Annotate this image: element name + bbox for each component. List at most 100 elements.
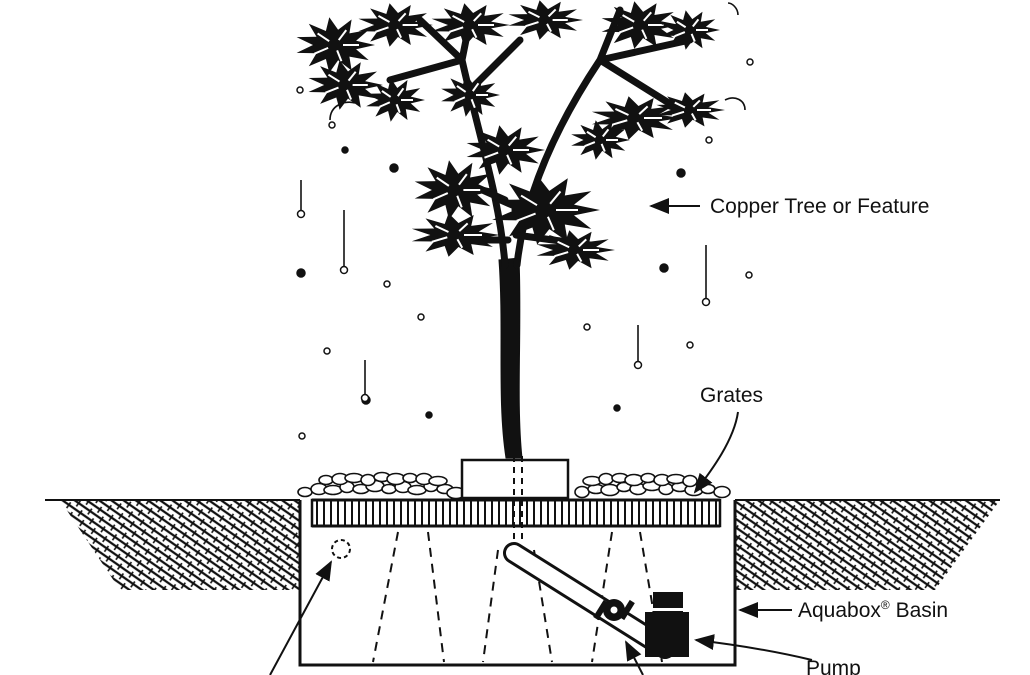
leaf-vein	[506, 154, 513, 165]
leaf-vein	[317, 32, 330, 42]
leaf-cluster	[308, 60, 383, 110]
stone	[666, 473, 686, 485]
leaf-vein	[436, 176, 450, 187]
stone	[402, 472, 418, 484]
leaf-vein	[472, 82, 480, 92]
leaf-vein	[507, 136, 518, 147]
leaf-cluster	[661, 10, 720, 50]
water-droplet	[417, 313, 425, 321]
leaf-cluster	[366, 78, 425, 122]
leaf-vein	[433, 192, 449, 201]
leaf-vein	[611, 119, 628, 126]
leaf-cluster	[431, 3, 510, 47]
water-droplets	[296, 2, 754, 440]
water-arc	[724, 97, 746, 111]
leaf-vein	[379, 101, 391, 108]
leaf-vein	[456, 85, 467, 93]
water-droplet	[341, 146, 349, 154]
leaf-vein	[456, 195, 463, 208]
leaf-vein	[471, 28, 478, 39]
tree-foliage	[296, 0, 725, 270]
leaf-vein	[434, 225, 449, 233]
leaf-vein	[671, 110, 685, 117]
leaf-vein	[327, 73, 341, 83]
water-droplet	[583, 323, 591, 331]
leaf-vein	[690, 33, 696, 42]
leaf-vein	[619, 26, 634, 34]
leaf-vein	[690, 112, 697, 121]
leaf-vein	[525, 21, 539, 28]
water-droplet	[745, 271, 753, 279]
leaf-vein	[584, 141, 596, 148]
leaf-vein	[336, 50, 343, 62]
leaf-vein	[578, 238, 587, 248]
hose-callout-arrow	[625, 640, 644, 675]
stone	[344, 472, 364, 484]
soil-left	[60, 500, 300, 590]
water-droplet	[746, 58, 754, 66]
water-droplet	[296, 268, 306, 278]
tree-label: Copper Tree or Feature	[710, 195, 929, 218]
water-droplet	[633, 360, 643, 370]
stone	[360, 473, 376, 487]
leaf-vein	[375, 26, 389, 33]
stone	[428, 475, 448, 487]
leaf-vein	[614, 108, 629, 116]
water-droplet	[296, 209, 306, 219]
leaf-vein	[381, 90, 392, 98]
leaf-vein	[602, 128, 610, 138]
leaf-vein	[528, 10, 540, 19]
leaf-vein	[641, 29, 648, 40]
leaf-vein	[674, 101, 686, 109]
water-droplet	[705, 136, 713, 144]
leaf-vein	[676, 20, 687, 29]
leaf-vein	[692, 99, 701, 108]
leaf-vein	[449, 26, 464, 33]
leaf-cluster	[591, 96, 680, 140]
leaf-vein	[642, 11, 652, 22]
water-droplet	[389, 163, 399, 173]
stone	[582, 475, 602, 487]
sensor-callout-arrow	[269, 560, 332, 675]
leaf-cluster	[508, 0, 583, 40]
leaf-vein	[692, 18, 700, 28]
leaf-vein	[458, 222, 469, 232]
leaf-vein	[546, 23, 552, 33]
stone	[381, 483, 397, 495]
water-droplet	[328, 121, 336, 129]
leaf-vein	[622, 14, 635, 23]
leaf-cluster	[571, 120, 630, 160]
leaf-vein	[516, 212, 536, 222]
leaf-vein	[674, 31, 686, 38]
leaf-vein	[397, 12, 407, 22]
leaf-vein	[557, 240, 570, 249]
grates-label: Grates	[700, 384, 763, 407]
pump-label: Pump	[806, 657, 861, 675]
leaf-vein	[576, 253, 583, 263]
water-droplet	[339, 265, 349, 275]
grates	[310, 498, 722, 528]
water-droplet	[659, 263, 669, 273]
stone	[386, 472, 406, 486]
leaf-cluster	[656, 92, 725, 128]
water-droplet	[296, 86, 304, 94]
leaf-cluster	[414, 160, 497, 220]
water-droplet	[686, 341, 694, 349]
leaf-vein	[484, 151, 499, 159]
copper-tree	[296, 0, 725, 459]
leaf-vein	[586, 130, 597, 139]
leaf-cluster	[441, 73, 500, 117]
leaf-vein	[454, 96, 466, 103]
leaf-vein	[470, 98, 476, 109]
discharge-hose	[503, 542, 676, 659]
leaf-cluster	[411, 213, 500, 257]
leaf-vein	[456, 238, 464, 249]
leaf-vein	[487, 138, 500, 148]
tree-trunk	[498, 257, 523, 459]
leaf-vein	[314, 46, 329, 55]
leaf-vein	[638, 105, 649, 115]
water-droplet	[323, 347, 331, 355]
water-droplet	[701, 297, 711, 307]
leaf-cluster	[466, 125, 545, 175]
